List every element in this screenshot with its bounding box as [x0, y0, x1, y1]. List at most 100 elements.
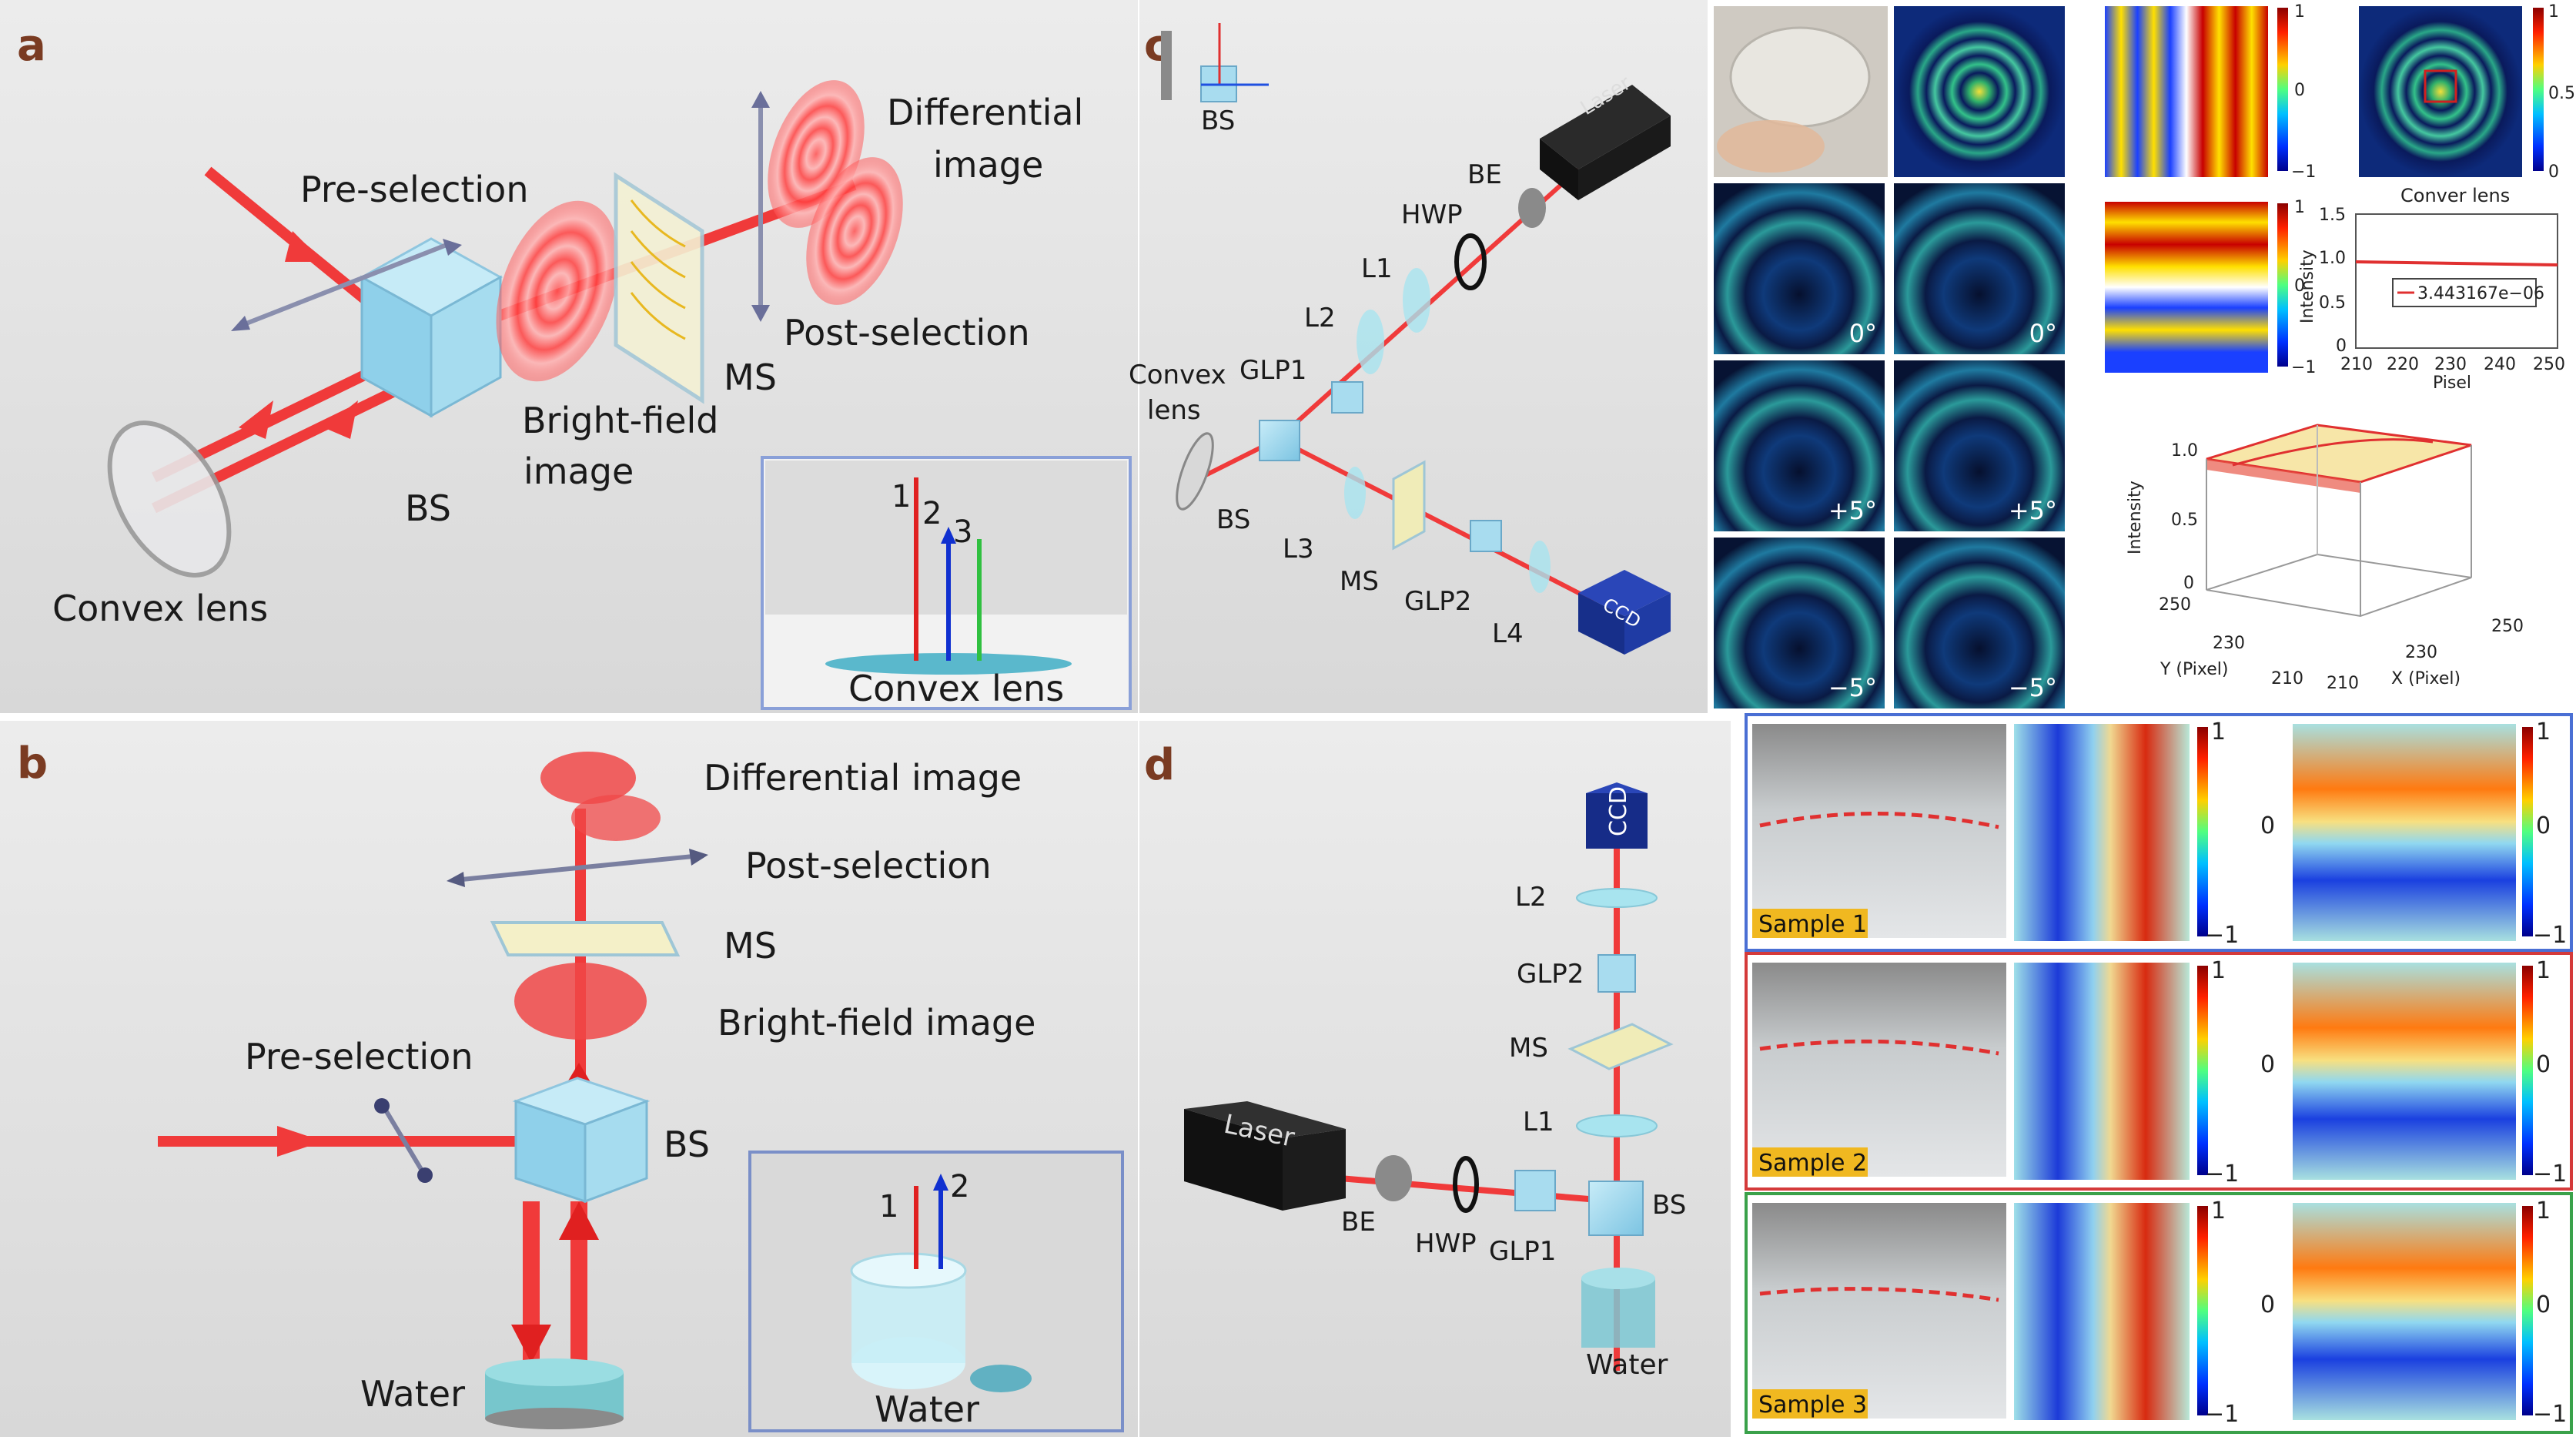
panel-c-colorbar-tick: 0 — [2294, 276, 2305, 296]
panel-d-bs-label: BS — [1652, 1190, 1686, 1221]
panel-c-hwp — [1454, 233, 1487, 290]
colorbar-tick: 0 — [2260, 1291, 2275, 1318]
inset-convex-lens-shape — [825, 653, 1072, 675]
panel-b-differential-lower — [571, 795, 661, 841]
colorbar-tick: 0 — [2260, 1051, 2275, 1078]
panel-d-be-label: BE — [1341, 1207, 1376, 1238]
panel-d-l1-label: L1 — [1523, 1107, 1554, 1137]
sample-3-colorbar-y — [2522, 1206, 2533, 1415]
panel-b-bs-label: BS — [664, 1124, 710, 1165]
panel-a-bright-field-label-1: Bright-field — [522, 400, 719, 441]
sample-3-tag — [1752, 1389, 1868, 1419]
panel-c-glp1 — [1331, 381, 1363, 414]
sample-2-differential-y — [2293, 963, 2516, 1180]
colorbar-tick: 1 — [2211, 957, 2226, 984]
panel-a: a — [0, 0, 1138, 713]
colorbar-tick: −1 — [2205, 1161, 2239, 1187]
panel-b-water-label: Water — [360, 1373, 465, 1415]
panel-c-surface-ytick: 210 — [2271, 669, 2303, 688]
panel-c-bs-icon — [1161, 23, 1269, 102]
panel-a-bs-cube — [359, 237, 503, 418]
colorbar-tick: 0 — [2260, 812, 2275, 839]
inset-convex-lens-caption: Convex lens — [848, 668, 1064, 709]
panel-d-glp1 — [1514, 1170, 1556, 1211]
panel-c-surface-xtick: 230 — [2405, 643, 2437, 662]
panel-c-fringe-image-horizontal — [2105, 6, 2268, 177]
panel-c-ring-image — [1894, 6, 2065, 177]
panel-c-l1-label: L1 — [1361, 253, 1393, 284]
panel-c-surface-xlabel: X (Pixel) — [2391, 669, 2461, 688]
panel-d-glp2-label: GLP2 — [1517, 959, 1584, 990]
panel-d-ms-label: MS — [1509, 1033, 1548, 1064]
panel-c-glp2 — [1470, 520, 1502, 552]
panel-c-ccd — [1578, 570, 1671, 655]
panel-d-water-label: Water — [1586, 1349, 1668, 1381]
panel-d-l1 — [1576, 1114, 1658, 1137]
panel-a-convex-lens-label: Convex lens — [52, 588, 268, 629]
panel-c-line-plot-ytick: 0.5 — [2319, 293, 2346, 313]
panel-a-letter: a — [17, 21, 46, 71]
panel-c-conver-lens-caption: Conver lens — [2400, 185, 2510, 206]
colorbar-tick: 1 — [2211, 1198, 2226, 1224]
panel-c-surface-ztick: 0 — [2183, 574, 2194, 593]
panel-c-surface-ztick: 0.5 — [2171, 511, 2198, 530]
panel-a-beam-arrow — [285, 231, 323, 262]
panel-c-l1 — [1403, 268, 1430, 333]
panel-c-angle-label: −5° — [1828, 673, 1877, 702]
colorbar-tick: 0 — [2536, 812, 2551, 839]
panel-c-colorbar-tick: 1 — [2294, 198, 2305, 217]
panel-d: d CCD Laser L2 GLP2 MS L1 — [1139, 713, 2573, 1437]
colorbar-tick: −1 — [2533, 922, 2567, 949]
convex-lens-shape — [107, 420, 232, 578]
panel-a-beam-arrow — [323, 400, 358, 439]
ms-metasurface-pattern — [630, 199, 686, 340]
panel-c-angle-label: −5° — [2009, 673, 2057, 702]
panel-c-roi-box — [2424, 69, 2457, 103]
panel-b-pre-selection-label: Pre-selection — [245, 1036, 473, 1077]
colorbar-tick: 0 — [2536, 1291, 2551, 1318]
panel-c-surface-plot: 1.0 0.5 0 Intensity 250 230 210 Y (Pixel… — [2126, 424, 2524, 693]
sample-2-colorbar-y — [2522, 966, 2533, 1175]
inset-beam-2-label: 2 — [922, 496, 942, 531]
panel-b-differential-label: Differential image — [704, 757, 1022, 799]
panel-b-bright-field-disc — [514, 963, 647, 1040]
panel-c-surface-ytick: 250 — [2159, 595, 2191, 615]
panel-c-line-plot-legend-text: 3.443167e−06 — [2417, 284, 2544, 303]
panel-c-glp1-label: GLP1 — [1239, 355, 1306, 386]
panel-c-colorbar-right-tick: 0.5 — [2548, 84, 2575, 103]
panel-a-pre-selection-label: Pre-selection — [300, 169, 528, 210]
panel-d-bs — [1588, 1181, 1644, 1236]
pre-selection-polarizer-arrow-head — [443, 239, 462, 256]
panel-d-ccd-label: CCD — [1605, 786, 1632, 836]
sample-2-photo — [1752, 963, 2006, 1177]
pre-selection-polarizer-arrow-tail — [231, 316, 250, 331]
panel-c-surface-zlabel: Intensity — [2126, 481, 2145, 554]
panel-c-line-plot-xtick: 240 — [2484, 355, 2516, 374]
panel-c-colorbar-tick: 1 — [2294, 2, 2305, 22]
differential-image-ring-lower — [806, 157, 903, 305]
panel-b-inset: 1 2 Water — [748, 1151, 1124, 1432]
panel-c-line-plot-xtick: 210 — [2340, 355, 2373, 374]
sample-1-tag — [1752, 909, 1868, 938]
panel-c-surface-ztick: 1.0 — [2171, 441, 2198, 461]
panel-b-bs-cube — [512, 1077, 651, 1204]
panel-a-differential-label-2: image — [933, 144, 1043, 186]
sample-1-colorbar-x — [2197, 727, 2208, 936]
sample-3-label: Sample 3 — [1758, 1392, 1867, 1419]
panel-c-image-grid — [1714, 6, 2065, 708]
panel-b-post-selection-arrow — [461, 854, 694, 882]
panel-c: c BS Laser — [1129, 0, 2576, 713]
panel-c-colorbar-tick: −1 — [2291, 358, 2316, 377]
panel-c-l4-label: L4 — [1492, 618, 1524, 649]
panel-c-colorbar-right-tick: 0 — [2548, 162, 2559, 182]
panel-c-l3-label: L3 — [1283, 534, 1314, 564]
panel-c-line-plot-xtick: 220 — [2387, 355, 2419, 374]
panel-c-angle-label: +5° — [2009, 496, 2057, 525]
panel-c-laser — [1540, 85, 1671, 200]
panel-b-inset-water-caption: Water — [875, 1388, 979, 1430]
panel-c-convex-lens — [1176, 432, 1214, 511]
colorbar-tick: −1 — [2533, 1401, 2567, 1428]
sample-1-differential-x — [2014, 724, 2190, 941]
panel-c-glp2-label: GLP2 — [1404, 586, 1471, 617]
panel-c-convex-label-2: lens — [1147, 395, 1201, 426]
